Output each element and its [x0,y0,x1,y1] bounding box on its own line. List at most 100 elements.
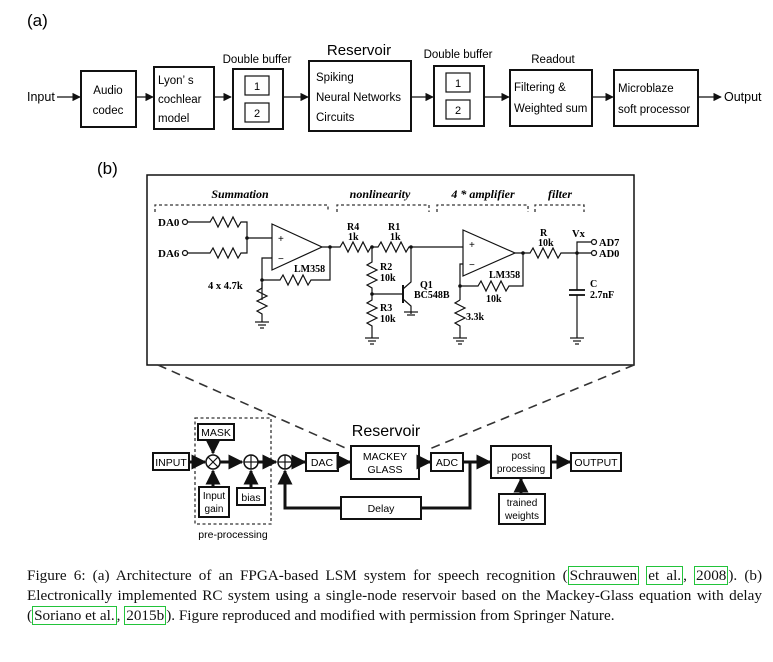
citation-year: 2008 [696,567,727,584]
q1-label: Q1 [420,280,433,291]
minus: − [278,254,284,265]
terminal [181,218,189,226]
preprocessing-frame [194,417,272,525]
caption-middle: ). (b) Electronically implemented RC sys… [27,567,763,624]
lyon-box [153,66,215,130]
panel-a-label: (a) [27,11,48,30]
bias-label: bias [241,492,260,504]
input-gain-line2: gain [205,504,224,515]
reservoir-line3: Circuits [316,112,355,124]
r1-value: 1k [390,232,401,243]
r4-r1 [322,240,463,254]
mackey-line1: MACKEY [363,451,407,463]
resistor [188,215,272,239]
opamp-amp [462,229,517,277]
bracket [534,204,585,212]
output-ad7: AD7 [599,238,619,249]
amp-r-ground: 3.3k [466,312,485,323]
filtering-box [509,69,593,127]
terminal [590,238,598,246]
filtering-line2: Weighted sum [514,103,587,115]
input-da6: DA6 [158,248,180,260]
audio-codec-line1: Audio [93,85,122,97]
mackey-line2: GLASS [367,464,402,476]
microblaze-box [613,69,699,127]
lyon-line1: Lyon’ s [158,75,194,87]
lm358-2: LM358 [489,270,520,281]
wire [459,263,463,300]
caption-sep: , [683,567,694,584]
trained-line1: trained [507,498,538,509]
double-buffer-label-2: Double buffer [424,49,493,61]
r3-value: 10k [380,314,396,325]
feedback-resistor [460,253,524,293]
filter-r-value: 10k [538,238,554,249]
dac-label: DAC [311,457,334,469]
buffer-cell [445,99,471,120]
buffer-cell [445,72,471,93]
r1-label: R1 [388,222,400,233]
r4-value: 1k [348,232,359,243]
citation-link[interactable]: 2008 [694,566,729,585]
bracket [436,204,529,212]
resistors-sum: 4 x 4.7k [208,281,243,292]
citation-author: Soriano et al. [34,607,115,624]
cap-value: 2.7nF [590,290,614,301]
mask-label: MASK [201,427,231,439]
post-line2: processing [497,464,545,475]
panel-b: (b) Summation nonlinearity 4 * amplifier… [97,159,635,541]
lm358-1: LM358 [294,264,325,275]
citation-link[interactable]: 2015b [124,606,167,625]
filter-r-label: R [540,228,548,239]
cap-label: C [590,279,597,290]
filter-resistor [515,246,591,260]
amp-r-feedback: 10k [486,294,502,305]
resistor [453,299,467,338]
r2-value: 10k [380,273,396,284]
bracket [154,204,329,212]
node [458,284,462,288]
zoom-line [426,364,635,451]
double-buffer-label-1: Double buffer [223,54,292,66]
citation-link[interactable]: Soriano et al. [32,606,117,625]
output-block [570,452,622,472]
microblaze-line1: Microblaze [618,83,674,95]
caption-suffix: ). Figure reproduced and modified with p… [166,607,615,624]
input-gain-block [198,486,230,518]
output-ad0: AD0 [599,249,619,260]
input-gain-line1: Input [203,491,225,502]
reservoir-line2: Neural Networks [316,92,401,104]
feedback-resistor [262,247,331,287]
citation-link[interactable]: et al. [646,566,684,585]
input-label: Input [27,90,55,104]
r4-label: R4 [347,222,359,233]
audio-codec-line2: codec [93,105,124,117]
times [207,456,219,468]
reservoir-box-a [308,60,412,132]
plus: + [278,234,284,245]
citation-link[interactable]: Schrauwen [567,566,640,585]
section-summation: Summation [211,187,269,201]
opamp-sum [271,223,324,271]
terminal [181,249,189,257]
vx-label: Vx [572,229,586,240]
caption-sep: , [116,607,125,624]
citation-etal: et al. [648,567,682,584]
buffer-cell [244,102,270,123]
panel-a: (a) Input Audio codec Lyon’ s cochlear m… [27,11,762,132]
collector [402,247,412,290]
buffer-cell-2: 2 [455,105,461,117]
delay-label: Delay [368,503,396,515]
zoom-line [157,364,351,451]
plus: + [469,240,475,251]
readout-label: Readout [531,54,575,66]
preprocessing-label: pre-processing [198,529,268,541]
lyon-line2: cochlear [158,94,202,106]
citation-author: Schrauwen [569,567,638,584]
emitter [402,298,412,314]
terminal [590,249,598,257]
reservoir-title-a: Reservoir [327,42,391,59]
output-block-label: OUTPUT [574,457,618,469]
reservoir-title-b: Reservoir [352,423,421,440]
circuit-frame [146,174,635,366]
